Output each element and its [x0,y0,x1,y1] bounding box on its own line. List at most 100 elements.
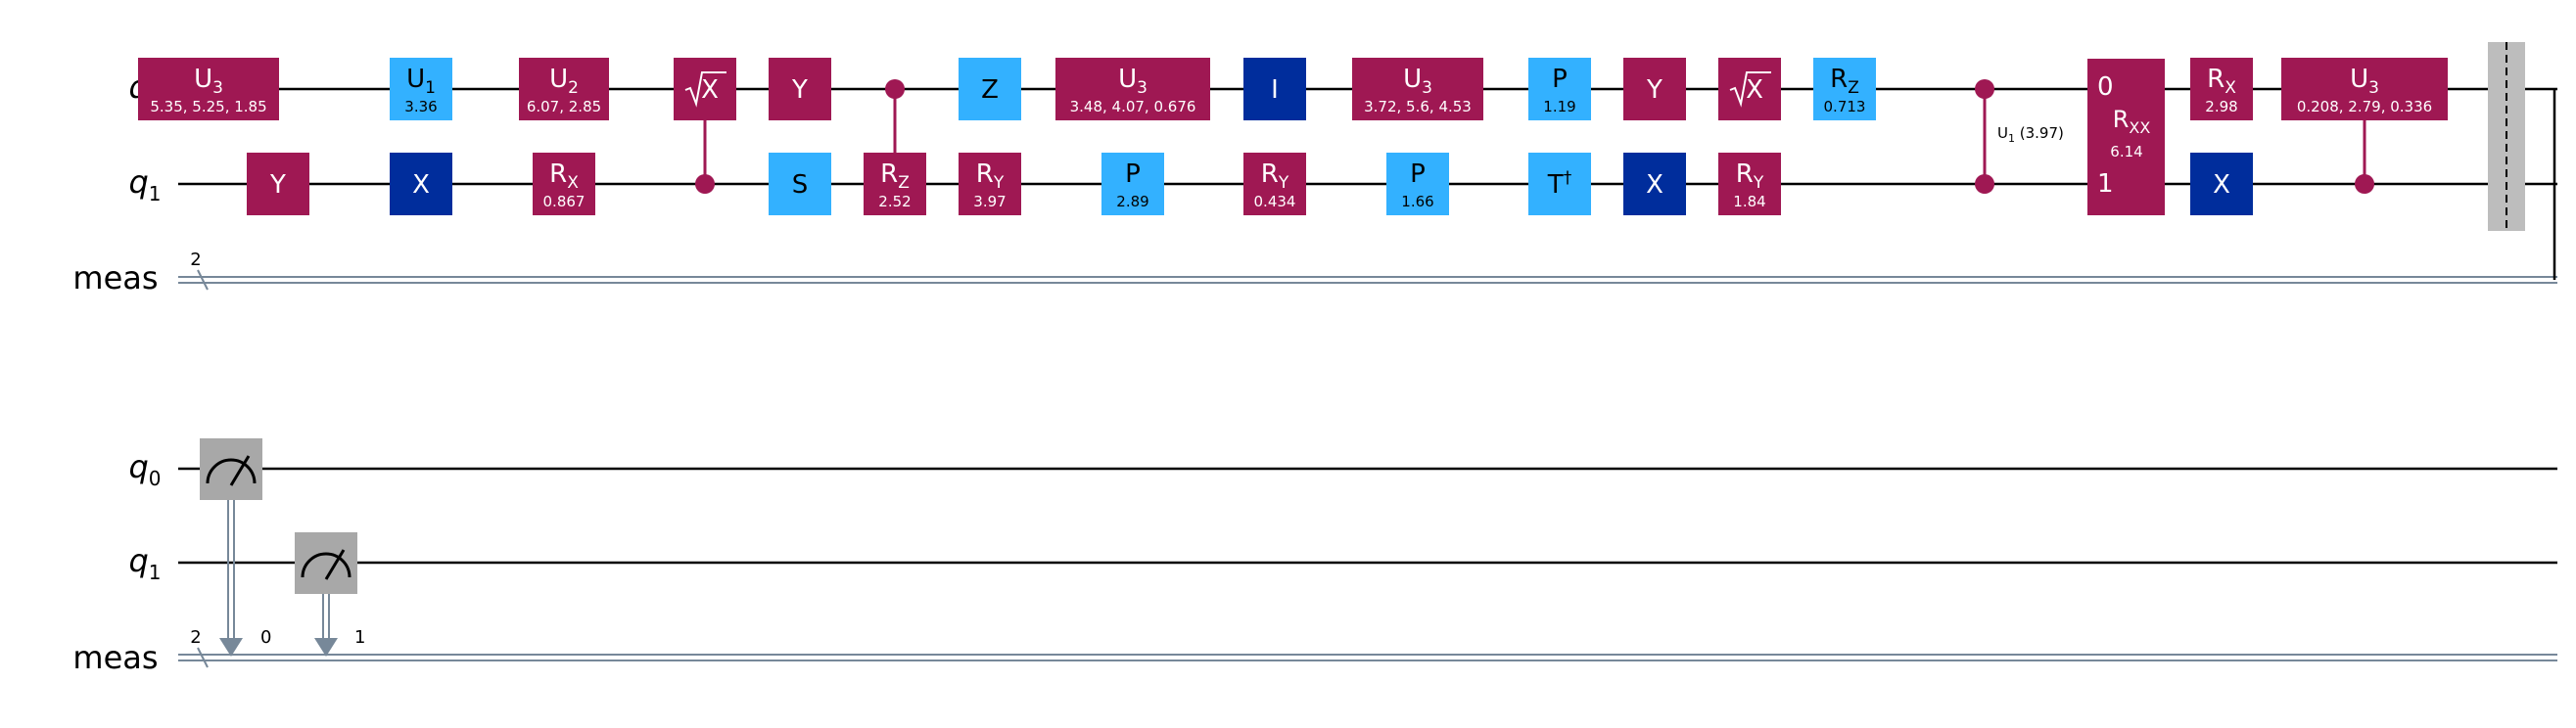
gate-x-sqrt-symbol: X [674,58,736,120]
gate-label: Y [269,170,286,200]
controlled-connections: U1 (3.97) [695,79,2374,194]
gate-box [1243,153,1306,215]
gate-label: U3 [1403,65,1432,98]
gate-label: RY [1736,159,1764,193]
gate-label: U3 [1118,65,1147,98]
gate-u2: U26.07, 2.85 [519,58,609,120]
gate-param: 0.867 [543,193,585,210]
gate-i: I [1243,58,1306,120]
meas-classical-wire-top [178,89,2557,284]
gate-p: P 1.19 [1528,58,1591,120]
gate-param: 2.52 [878,193,911,210]
cu1-gate: U1 (3.97) [1975,79,2064,194]
gate-box [2281,58,2448,120]
gate-label: RY [976,159,1005,193]
gate-box [769,153,831,215]
gate-u3: U33.48, 4.07, 0.676 [1055,58,1210,120]
gate-box [519,58,609,120]
gate-t-dagger: T† [1528,153,1591,215]
bundle-slash-top [197,269,209,291]
measurement-q0: 0 [200,438,271,657]
gate-param: 0.713 [1824,98,1866,115]
gate-label: RX [549,159,579,193]
barrier [2488,42,2525,231]
label-meas-bottom: meas [72,639,158,676]
gate-u1: U13.36 [390,58,452,120]
gate-label: U3 [194,65,223,98]
gate-box [1386,153,1449,215]
gate-box [1623,153,1686,215]
gate-label: U1 [406,65,436,98]
gate-y: Y [1623,58,1686,120]
gate-box [769,58,831,120]
measure-bit-label: 0 [260,627,271,648]
dagger-icon: † [1564,168,1572,188]
gate-label: X [412,170,430,200]
gate-label: X [1646,170,1663,200]
gate-x-sqrt-symbol: X [1718,58,1781,120]
label-q1-top: q1 [128,163,161,205]
gate-box [390,153,452,215]
gate-box [1813,58,1876,120]
rxx-port-0: 0 [2097,72,2114,102]
gate-box [674,58,736,120]
gate-box [1352,58,1483,120]
gate-label: X [701,75,719,105]
gate-label: Z [981,75,999,105]
gate-label: T† [1547,168,1572,200]
gate-label: P [1552,65,1568,94]
gate-param: 3.36 [404,98,437,115]
label-q0-bottom: q0 [128,448,161,490]
gate-box [138,58,279,120]
gate-u3: U30.208, 2.79, 0.336 [2281,58,2448,120]
sqrt-icon [1729,71,1771,108]
cu1-label: U1 (3.97) [1997,124,2064,145]
gate-param: 0.208, 2.79, 0.336 [2297,98,2432,115]
gate-label: X [1746,75,1763,105]
gate-label: RZ [1830,65,1859,98]
gate-label: RY [1261,159,1289,193]
meter-needle [229,455,251,486]
gate-box [1623,58,1686,120]
rxx-label: RXX [2113,106,2151,137]
gate-box [2190,153,2253,215]
gate-box [959,58,1021,120]
gate-label: U2 [549,65,579,98]
gate-ry: RY3.97 [959,153,1021,215]
gate-label: Y [791,75,808,105]
bundle-size-bottom: 2 [190,627,201,648]
gate-param: 2.89 [1116,193,1148,210]
gate-y: Y [769,58,831,120]
gate-param: 3.48, 4.07, 0.676 [1070,98,1196,115]
gate-rz: RZ2.52 [864,153,926,215]
gate-y: Y [247,153,309,215]
sqrt-icon [684,71,726,108]
gate-param: 3.72, 5.6, 4.53 [1364,98,1472,115]
gate-x: X [2190,153,2253,215]
gate-label: RX [2207,65,2236,98]
gate-box [2190,58,2253,120]
meter-icon [206,458,257,484]
gate-param: 1.19 [1543,98,1575,115]
gate-param: 1.66 [1401,193,1433,210]
gate-label: RZ [880,159,910,193]
measure-box [200,438,262,500]
gate-p: P2.89 [1101,153,1164,215]
gate-param: 0.434 [1254,193,1296,210]
gate-param: 1.84 [1733,193,1765,210]
gate-box [959,153,1021,215]
meas-classical-wire-bottom [178,654,2557,661]
gate-box [864,153,926,215]
gate-u3: U33.72, 5.6, 4.53 [1352,58,1483,120]
gate-x: X [1623,153,1686,215]
control-dot [885,79,905,99]
gate-box [1243,58,1306,120]
gate-box [533,153,595,215]
measure-arrow [314,638,338,657]
control-dot [1975,79,1994,99]
gate-box [247,153,309,215]
gate-x: X [390,153,452,215]
bundle-size-top: 2 [190,250,201,270]
gate-box [1528,58,1591,120]
gate-label: X [2213,170,2230,200]
